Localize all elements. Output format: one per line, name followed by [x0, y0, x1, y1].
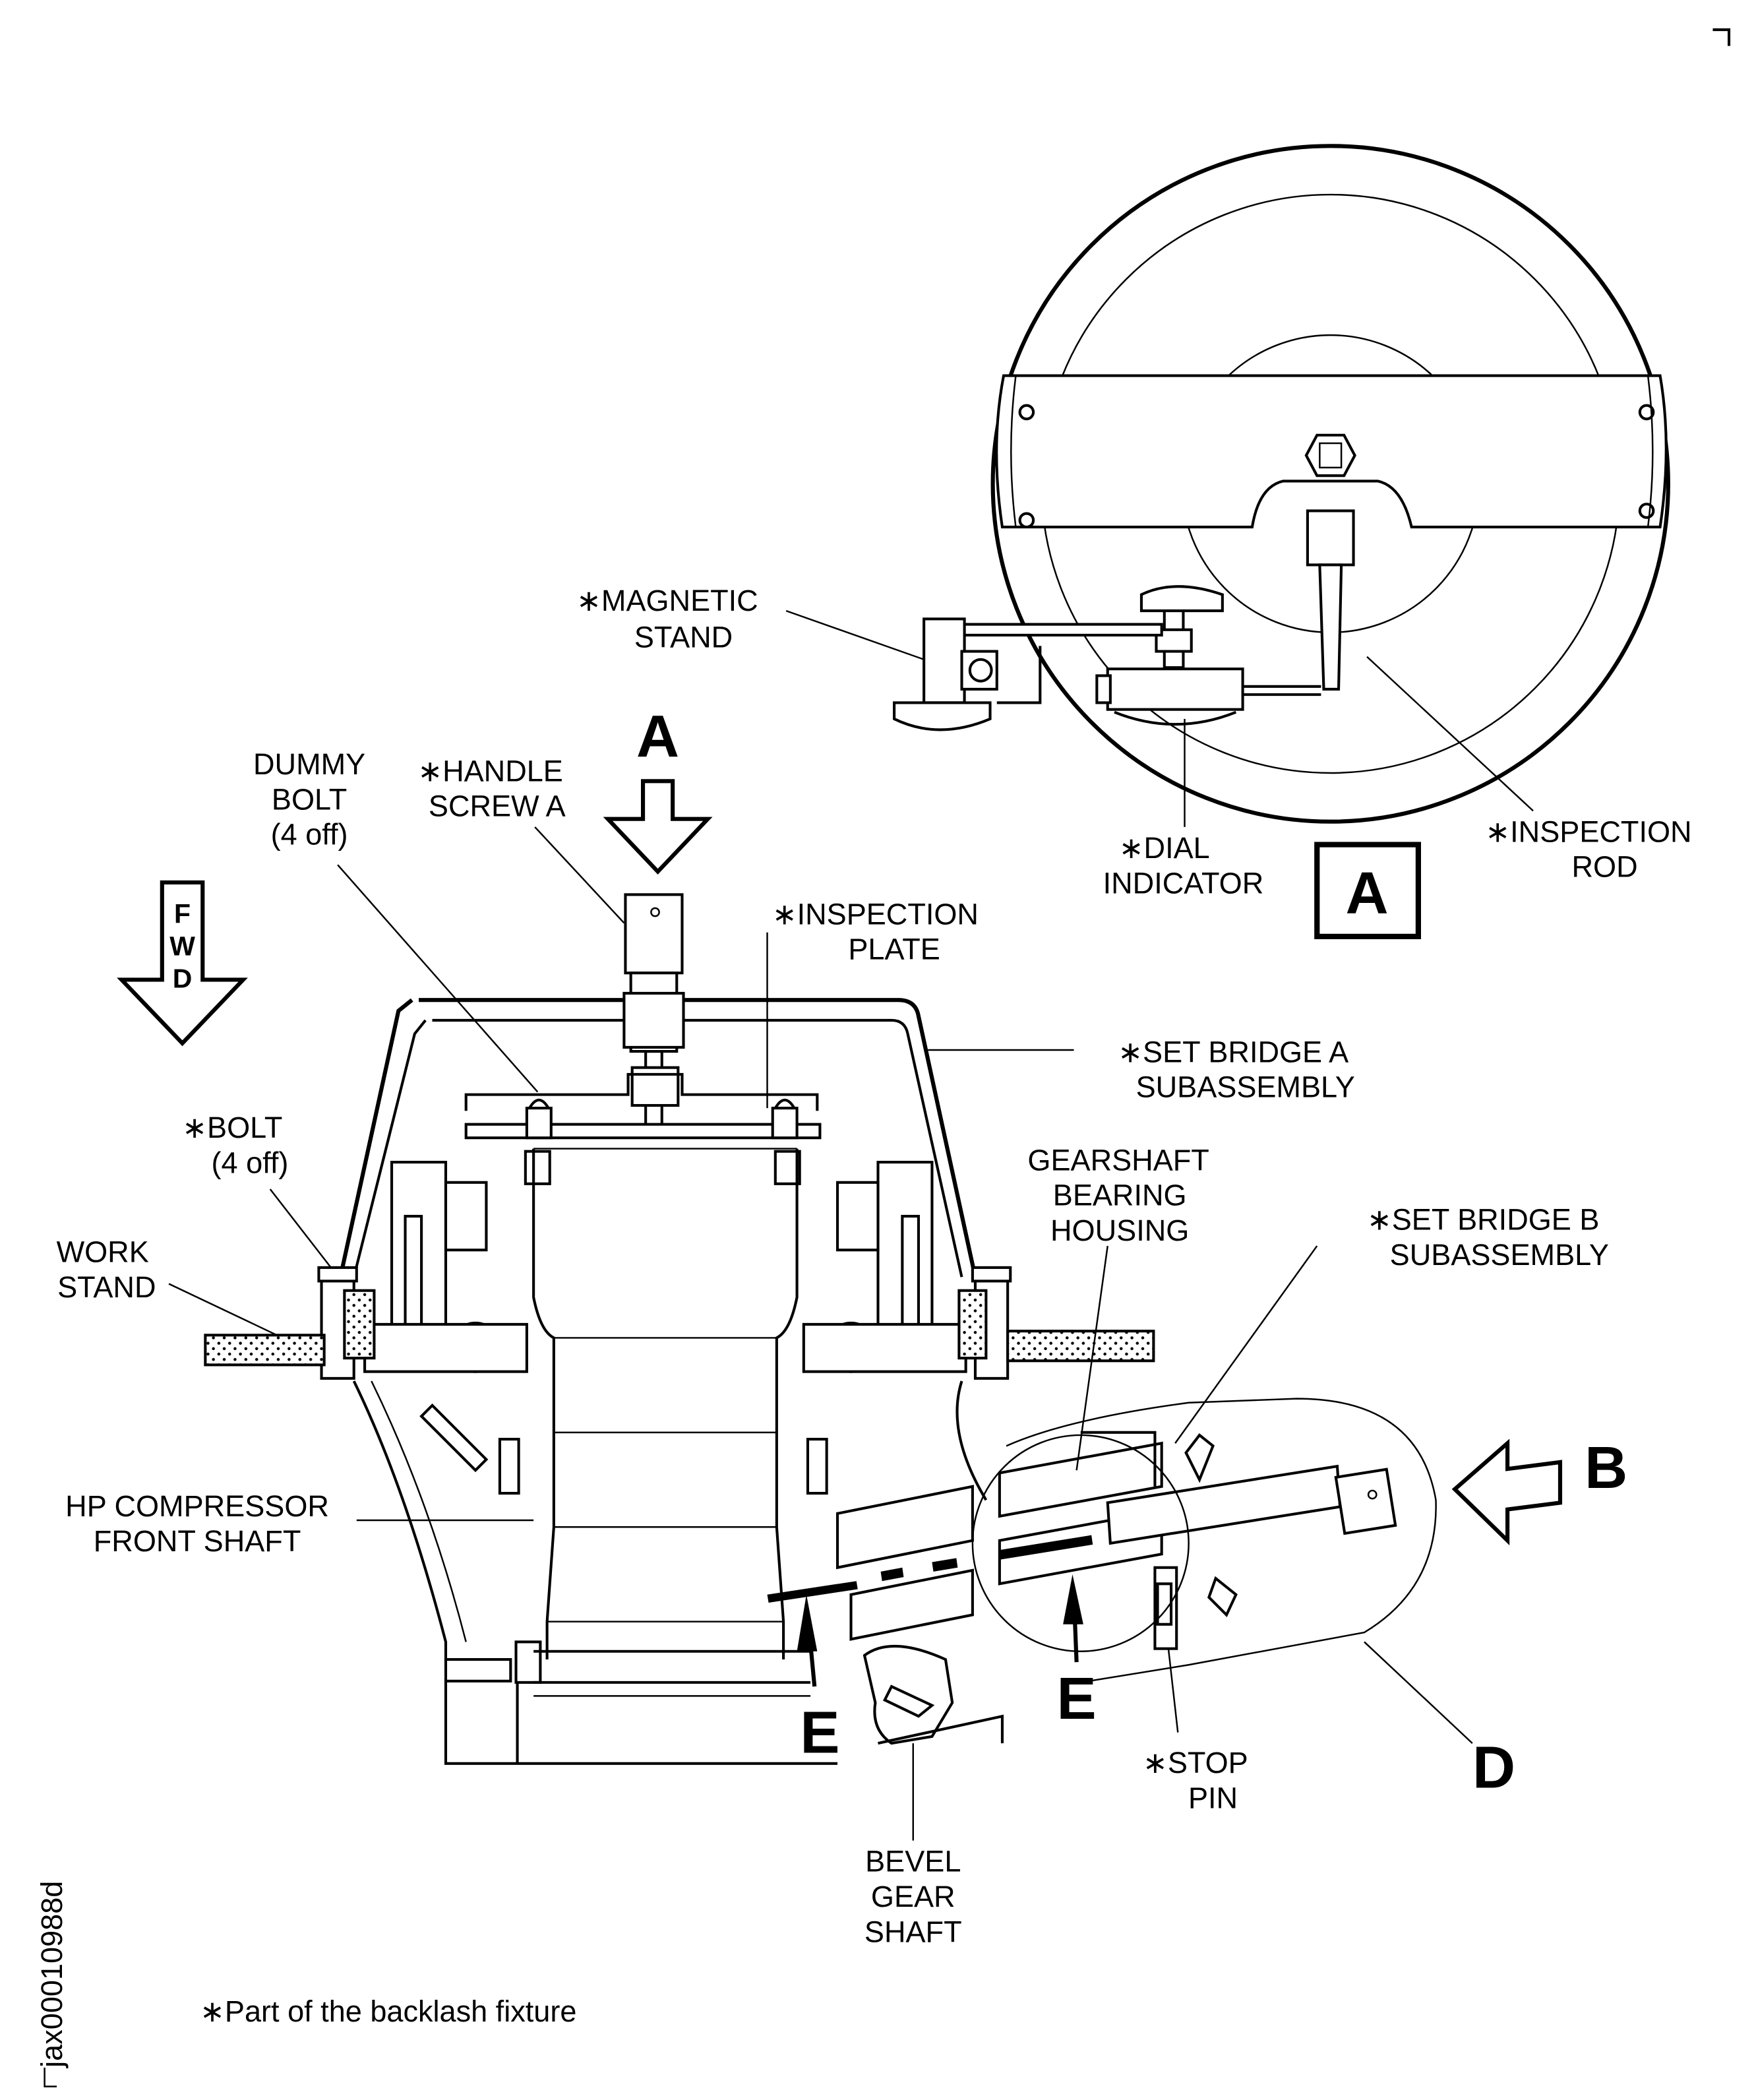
callout-inspection-rod-line2: ROD: [1572, 850, 1638, 884]
inspection-rod-block: [1306, 509, 1355, 567]
callout-dial-indicator-line2: INDICATOR: [1103, 866, 1264, 900]
left-bearing-housing: [363, 1161, 528, 1495]
inspection-rod: [1318, 563, 1343, 691]
view-arrow-a-label: A: [636, 703, 679, 770]
view-arrow-b-label: B: [1585, 1435, 1627, 1501]
work-stand-right: [1006, 1330, 1155, 1363]
callout-work-stand-line2: STAND: [57, 1270, 156, 1304]
view-arrow-a: A: [603, 703, 713, 875]
corner-mark-bottom-left: [44, 2067, 57, 2087]
handle-screw-a: [624, 893, 684, 975]
callout-dummy-bolt-line2: BOLT: [272, 782, 347, 816]
section-e2-label: E: [1057, 1665, 1097, 1732]
callout-inspection-plate-line1: ∗INSPECTION: [772, 897, 979, 931]
bevel-gear-shaft: [863, 1644, 954, 1745]
fwd-letter-f: F: [174, 898, 191, 929]
callout-dial-indicator-line1: ∗DIAL: [1119, 831, 1210, 865]
work-stand-left: [204, 1334, 326, 1367]
leader-lines: [168, 609, 1534, 1841]
fwd-arrow: F W D: [117, 880, 248, 1047]
figure-reference-id: jax00010988d: [35, 1881, 69, 2069]
main-assembly: [204, 893, 1437, 1765]
callout-stop-pin-line2: PIN: [1188, 1781, 1238, 1814]
section-marker-e1: E: [797, 1594, 839, 1766]
arrow-up-icon: [1063, 1574, 1083, 1624]
callout-gearshaft-housing-line1: GEARSHAFT: [1027, 1143, 1209, 1177]
view-arrow-b: B: [1451, 1435, 1627, 1546]
hp-compressor-front-shaft: [532, 1148, 799, 1660]
magnetic-stand-arm: [930, 623, 1163, 637]
plate-bolt-hole: [1018, 512, 1035, 529]
view-a-outer-ring: [990, 144, 1670, 824]
clamp-knob: [1139, 585, 1224, 613]
callout-inspection-plate-line2: PLATE: [848, 933, 940, 966]
callout-dummy-bolt-line3: (4 off): [271, 818, 348, 851]
set-bridge-a-frame: [338, 998, 413, 1278]
detail-d-envelope: [1006, 1398, 1437, 1684]
plate-bolt-hole: [1638, 503, 1655, 519]
arrow-down-icon: [603, 779, 713, 875]
dial-indicator-body: [1106, 667, 1244, 711]
callout-gearshaft-housing-line3: HOUSING: [1050, 1214, 1189, 1247]
section-marker-e2: E: [1057, 1574, 1097, 1732]
set-bridge-b-shaft: [1106, 1464, 1342, 1545]
callout-set-bridge-a-line2: SUBASSEMBLY: [1136, 1070, 1355, 1104]
fwd-arrow-icon: [117, 880, 248, 1047]
dummy-bolt: [525, 1107, 553, 1140]
callout-stop-pin-line1: ∗STOP: [1143, 1746, 1248, 1779]
callout-bolt-line1: ∗BOLT: [182, 1111, 282, 1144]
callout-bolt-line2: (4 off): [212, 1146, 289, 1179]
detail-d-label: D: [1472, 1735, 1515, 1801]
callout-bevel-gear-shaft-line1: BEVEL: [865, 1845, 961, 1878]
section-e1-label: E: [800, 1699, 839, 1766]
view-a-title-box: [1314, 842, 1421, 939]
callout-hp-compressor-line1: HP COMPRESSOR: [65, 1489, 329, 1523]
fwd-letter-w: W: [169, 931, 195, 962]
callout-work-stand-line1: WORK: [57, 1235, 149, 1269]
view-a-title: A: [1345, 860, 1388, 927]
arrow-up-icon: [797, 1594, 818, 1652]
base-plate: [444, 1678, 838, 1765]
callout-bevel-gear-shaft-line3: SHAFT: [864, 1915, 962, 1948]
footnote: ∗Part of the backlash fixture: [200, 1994, 576, 2028]
plate-bolt-hole: [1018, 404, 1035, 421]
callout-set-bridge-b-line2: SUBASSEMBLY: [1390, 1238, 1609, 1272]
hex-nut: [1304, 433, 1356, 478]
arrow-left-icon: [1451, 1438, 1563, 1546]
callout-handle-screw-a-line1: ∗HANDLE: [417, 754, 563, 788]
right-bearing-housing: [802, 1161, 967, 1495]
lower-casing: [352, 1380, 448, 1663]
view-a-detail: [893, 144, 1670, 824]
callout-gearshaft-housing-line2: BEARING: [1053, 1179, 1187, 1212]
inspection-plate: [464, 1072, 819, 1111]
callout-handle-screw-a-line2: SCREW A: [429, 789, 566, 823]
callout-magnetic-stand-line1: ∗MAGNETIC: [576, 584, 758, 617]
backlash-shim: [767, 1581, 858, 1603]
fwd-letter-d: D: [173, 964, 193, 994]
callout-bevel-gear-shaft-line2: GEAR: [871, 1880, 955, 1913]
callout-set-bridge-a-line1: ∗SET BRIDGE A: [1118, 1035, 1348, 1068]
plate-bolt-hole: [1638, 404, 1655, 421]
gearshaft-assembly: [767, 1431, 1397, 1650]
callout-inspection-rod-line1: ∗INSPECTION: [1485, 815, 1691, 848]
corner-mark-top-right: [1712, 28, 1731, 46]
callout-hp-compressor-line2: FRONT SHAFT: [94, 1524, 301, 1558]
set-bridge-b-handle: [1334, 1467, 1397, 1535]
callout-set-bridge-b-line1: ∗SET BRIDGE B: [1367, 1203, 1599, 1237]
dummy-bolt: [771, 1107, 799, 1140]
callout-magnetic-stand-line2: STAND: [634, 620, 733, 654]
callout-dummy-bolt-line1: DUMMY: [253, 747, 365, 781]
magnetic-stand-base: [923, 617, 966, 704]
